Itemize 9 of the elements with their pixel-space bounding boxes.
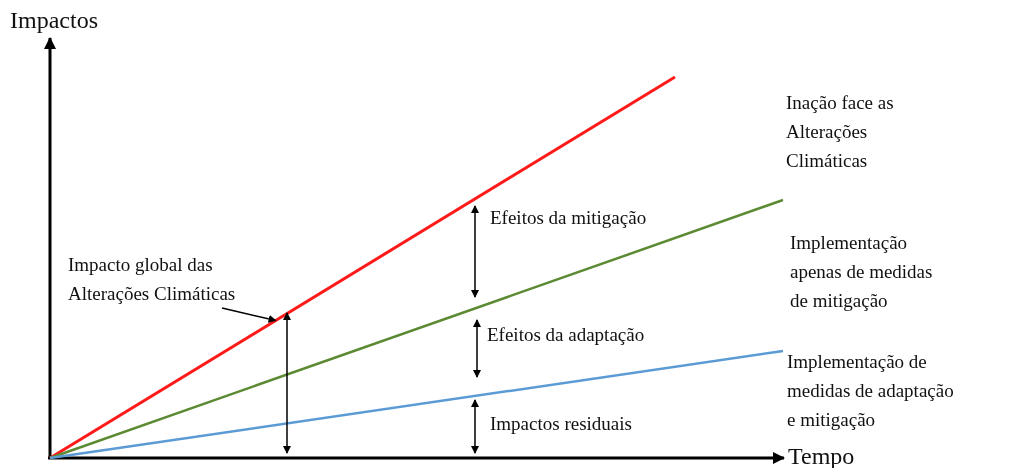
line-label: Implementação de medidas de adaptação e mitigação: [787, 350, 955, 432]
effect-label: Efeitos da adaptação: [487, 323, 646, 347]
effect-label: Impactos residuais: [490, 412, 633, 436]
axis-title: Impactos: [10, 6, 99, 35]
line-label: Implementação apenas de medidas de mitigação: [790, 231, 934, 313]
leader-line: [221, 307, 277, 323]
line-label: Inação face as Alterações Climáticas: [786, 91, 895, 173]
effect-label: Efeitos da mitigação: [490, 206, 648, 230]
callout-text: Impacto global das Alterações Climáticas: [68, 250, 273, 308]
